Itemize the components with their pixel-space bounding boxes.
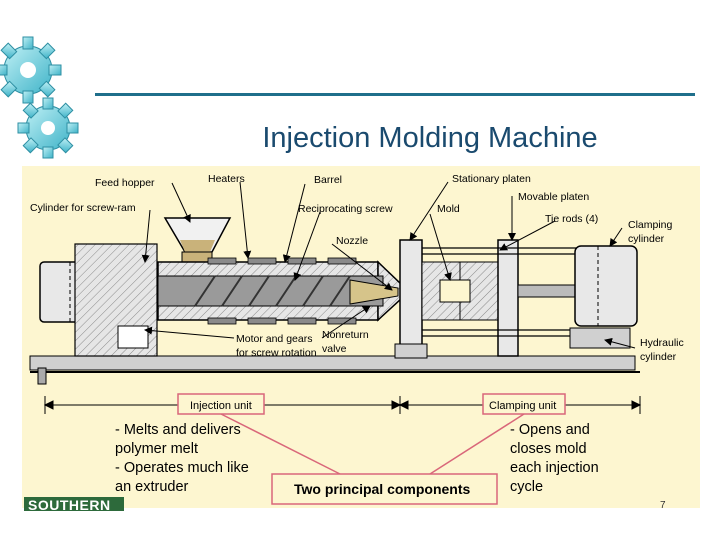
label-nonreturn-valve-2: valve — [322, 343, 347, 355]
label-tie-rods: Tie rods (4) — [545, 213, 598, 225]
label-nozzle: Nozzle — [336, 235, 368, 247]
label-movable-platen: Movable platen — [518, 191, 589, 203]
movable-platen — [497, 239, 519, 357]
injection-note-3: - Operates much like — [115, 460, 249, 476]
label-clamping-cylinder: Clamping — [628, 219, 673, 231]
machine-base — [29, 355, 640, 385]
principal-components-label: Two principal components — [294, 481, 471, 497]
title-rule — [95, 93, 695, 96]
label-reciprocating-screw: Reciprocating screw — [298, 203, 393, 215]
label-injection-unit: Injection unit — [190, 400, 252, 412]
clamping-note-4: cycle — [510, 479, 543, 495]
label-hydraulic-cylinder-2: cylinder — [640, 351, 677, 363]
label-clamping-unit: Clamping unit — [489, 400, 556, 412]
injection-note-1: - Melts and delivers — [115, 422, 241, 438]
clamping-cylinder — [517, 245, 638, 349]
clamping-note-1: - Opens and — [510, 422, 590, 438]
page-number: 7 — [660, 500, 666, 511]
label-feed-hopper: Feed hopper — [95, 177, 155, 189]
gear-icon — [0, 36, 79, 159]
footer-logo: SOUTHERN — [24, 497, 124, 511]
label-cylinder-screw-ram: Cylinder for screw-ram — [30, 202, 136, 214]
page-title: Injection Molding Machine — [262, 122, 598, 154]
injection-note-2: polymer melt — [115, 441, 198, 457]
label-motor-gears-2: for screw rotation — [236, 347, 317, 359]
injection-note-4: an extruder — [115, 479, 189, 495]
label-stationary-platen: Stationary platen — [452, 173, 531, 185]
principal-components-callout — [271, 473, 498, 505]
label-mold: Mold — [437, 203, 460, 215]
machine-diagram: Feed hopper Heaters Barrel Stationary pl… — [22, 166, 700, 508]
label-motor-gears: Motor and gears — [236, 333, 312, 345]
label-hydraulic-cylinder: Hydraulic — [640, 337, 684, 349]
label-clamping-cylinder-2: cylinder — [628, 233, 665, 245]
clamping-note-2: closes mold — [510, 441, 587, 457]
label-nonreturn-valve: Nonreturn — [322, 329, 369, 341]
barrel — [157, 257, 403, 325]
motor-gearbox — [117, 325, 149, 349]
footer-logo-text: SOUTHERN — [28, 497, 111, 511]
mold — [421, 261, 499, 321]
clamping-note-3: each injection — [510, 460, 599, 476]
stationary-platen — [399, 239, 423, 357]
label-heaters: Heaters — [208, 173, 245, 185]
label-barrel: Barrel — [314, 174, 342, 186]
